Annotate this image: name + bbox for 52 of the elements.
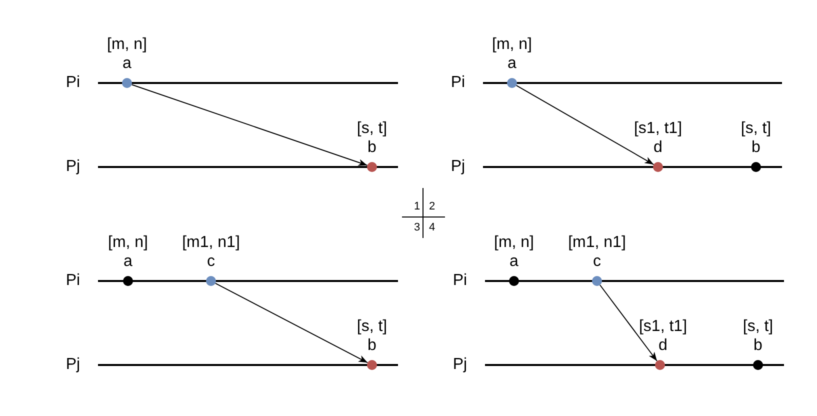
timestamp-label: [s1, t1] bbox=[638, 319, 688, 335]
event-name: d bbox=[658, 338, 668, 354]
process-label: Pi bbox=[452, 273, 468, 289]
timestamp-label: [s, t] bbox=[356, 121, 388, 137]
event-name: c bbox=[593, 254, 601, 270]
event-dot bbox=[751, 162, 761, 172]
process-label: Pj bbox=[66, 357, 80, 373]
message-arrow bbox=[600, 284, 658, 362]
process-label: Pi bbox=[450, 75, 466, 91]
timestamp-label: [s, t] bbox=[356, 319, 388, 335]
timestamp-label: [m1, n1] bbox=[182, 235, 240, 251]
quadrant-number: 4 bbox=[428, 222, 436, 234]
process-label: Pj bbox=[450, 159, 466, 175]
event-name: b bbox=[368, 338, 376, 354]
event-name: b bbox=[754, 338, 762, 354]
event-dot bbox=[123, 276, 133, 286]
event-name: b bbox=[752, 140, 760, 156]
timestamp-label: [m1, n1] bbox=[568, 235, 626, 251]
process-label: Pi bbox=[66, 273, 80, 289]
event-dot bbox=[592, 276, 602, 286]
message-arrow bbox=[516, 85, 654, 165]
message-arrow bbox=[131, 84, 368, 166]
event-name: c bbox=[207, 254, 215, 270]
timestamp-label: [s1, t1] bbox=[634, 121, 682, 137]
event-name: d bbox=[654, 140, 662, 156]
quadrant-number: 1 bbox=[414, 202, 420, 212]
timestamp-label: [m, n] bbox=[107, 37, 147, 53]
process-label: Pj bbox=[452, 357, 468, 373]
timestamp-label: [m, n] bbox=[108, 235, 148, 251]
event-dot bbox=[122, 78, 132, 88]
event-dot bbox=[655, 360, 665, 370]
quadrant-number: 2 bbox=[428, 202, 436, 212]
event-name: a bbox=[510, 254, 518, 270]
event-name: b bbox=[368, 140, 376, 156]
event-dot bbox=[507, 78, 517, 88]
event-dot bbox=[509, 276, 519, 286]
event-dot bbox=[753, 360, 763, 370]
message-arrow bbox=[214, 282, 368, 364]
event-dot bbox=[367, 360, 377, 370]
timestamp-label: [m, n] bbox=[494, 235, 534, 251]
process-label: Pj bbox=[66, 159, 80, 175]
event-name: a bbox=[124, 254, 132, 270]
event-dot bbox=[206, 276, 216, 286]
timestamp-label: [s, t] bbox=[742, 319, 774, 335]
event-name: a bbox=[122, 56, 132, 72]
timestamp-label: [m, n] bbox=[492, 37, 532, 53]
timestamp-label: [s, t] bbox=[740, 121, 772, 137]
event-dot bbox=[367, 162, 377, 172]
process-label: Pi bbox=[66, 75, 80, 91]
event-name: a bbox=[508, 56, 516, 72]
quadrant-number: 3 bbox=[414, 222, 420, 234]
event-dot bbox=[653, 162, 663, 172]
